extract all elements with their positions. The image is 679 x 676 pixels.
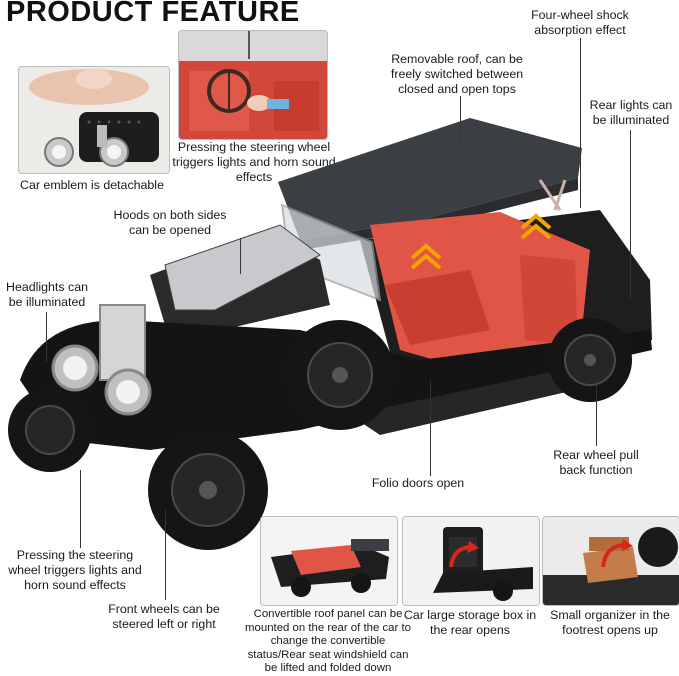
convertible-photo bbox=[260, 516, 398, 606]
leader-line bbox=[430, 380, 431, 476]
steering-photo bbox=[178, 30, 328, 140]
leader-line bbox=[630, 130, 631, 300]
emblem-photo bbox=[18, 66, 170, 174]
storage-label: Car large storage box in the rear opens bbox=[403, 608, 537, 637]
leader-line bbox=[580, 38, 581, 208]
organizer-photo bbox=[542, 516, 679, 606]
leader-line bbox=[46, 312, 47, 362]
hoods-label: Hoods on both sides can be opened bbox=[113, 208, 227, 237]
rear-wheel-label: Rear wheel pull back function bbox=[553, 448, 639, 477]
roof-label: Removable roof, can be freely switched b… bbox=[390, 52, 524, 96]
leader-line bbox=[596, 380, 597, 446]
folio-label: Folio doors open bbox=[371, 476, 465, 490]
page-title: PRODUCT FEATURE bbox=[6, 0, 300, 28]
leader-line bbox=[165, 510, 166, 600]
organizer-label: Small organizer in the footrest opens up bbox=[550, 608, 670, 637]
leader-line bbox=[460, 96, 461, 144]
leader-line bbox=[80, 470, 81, 548]
car-illustration bbox=[0, 100, 679, 560]
headlights-label: Headlights can be illuminated bbox=[6, 280, 88, 309]
steering-top-label: Pressing the steering wheel triggers lig… bbox=[172, 140, 336, 184]
leader-line bbox=[240, 238, 241, 274]
rear-lights-label: Rear lights can be illuminated bbox=[589, 98, 673, 127]
steering-bottom-label: Pressing the steering wheel triggers lig… bbox=[8, 548, 142, 592]
convertible-label: Convertible roof panel can be mounted on… bbox=[245, 608, 411, 674]
shock-label: Four-wheel shock absorption effect bbox=[531, 8, 629, 37]
front-wheels-label: Front wheels can be steered left or righ… bbox=[108, 602, 220, 631]
storage-photo bbox=[402, 516, 540, 606]
emblem-label: Car emblem is detachable bbox=[20, 178, 164, 192]
